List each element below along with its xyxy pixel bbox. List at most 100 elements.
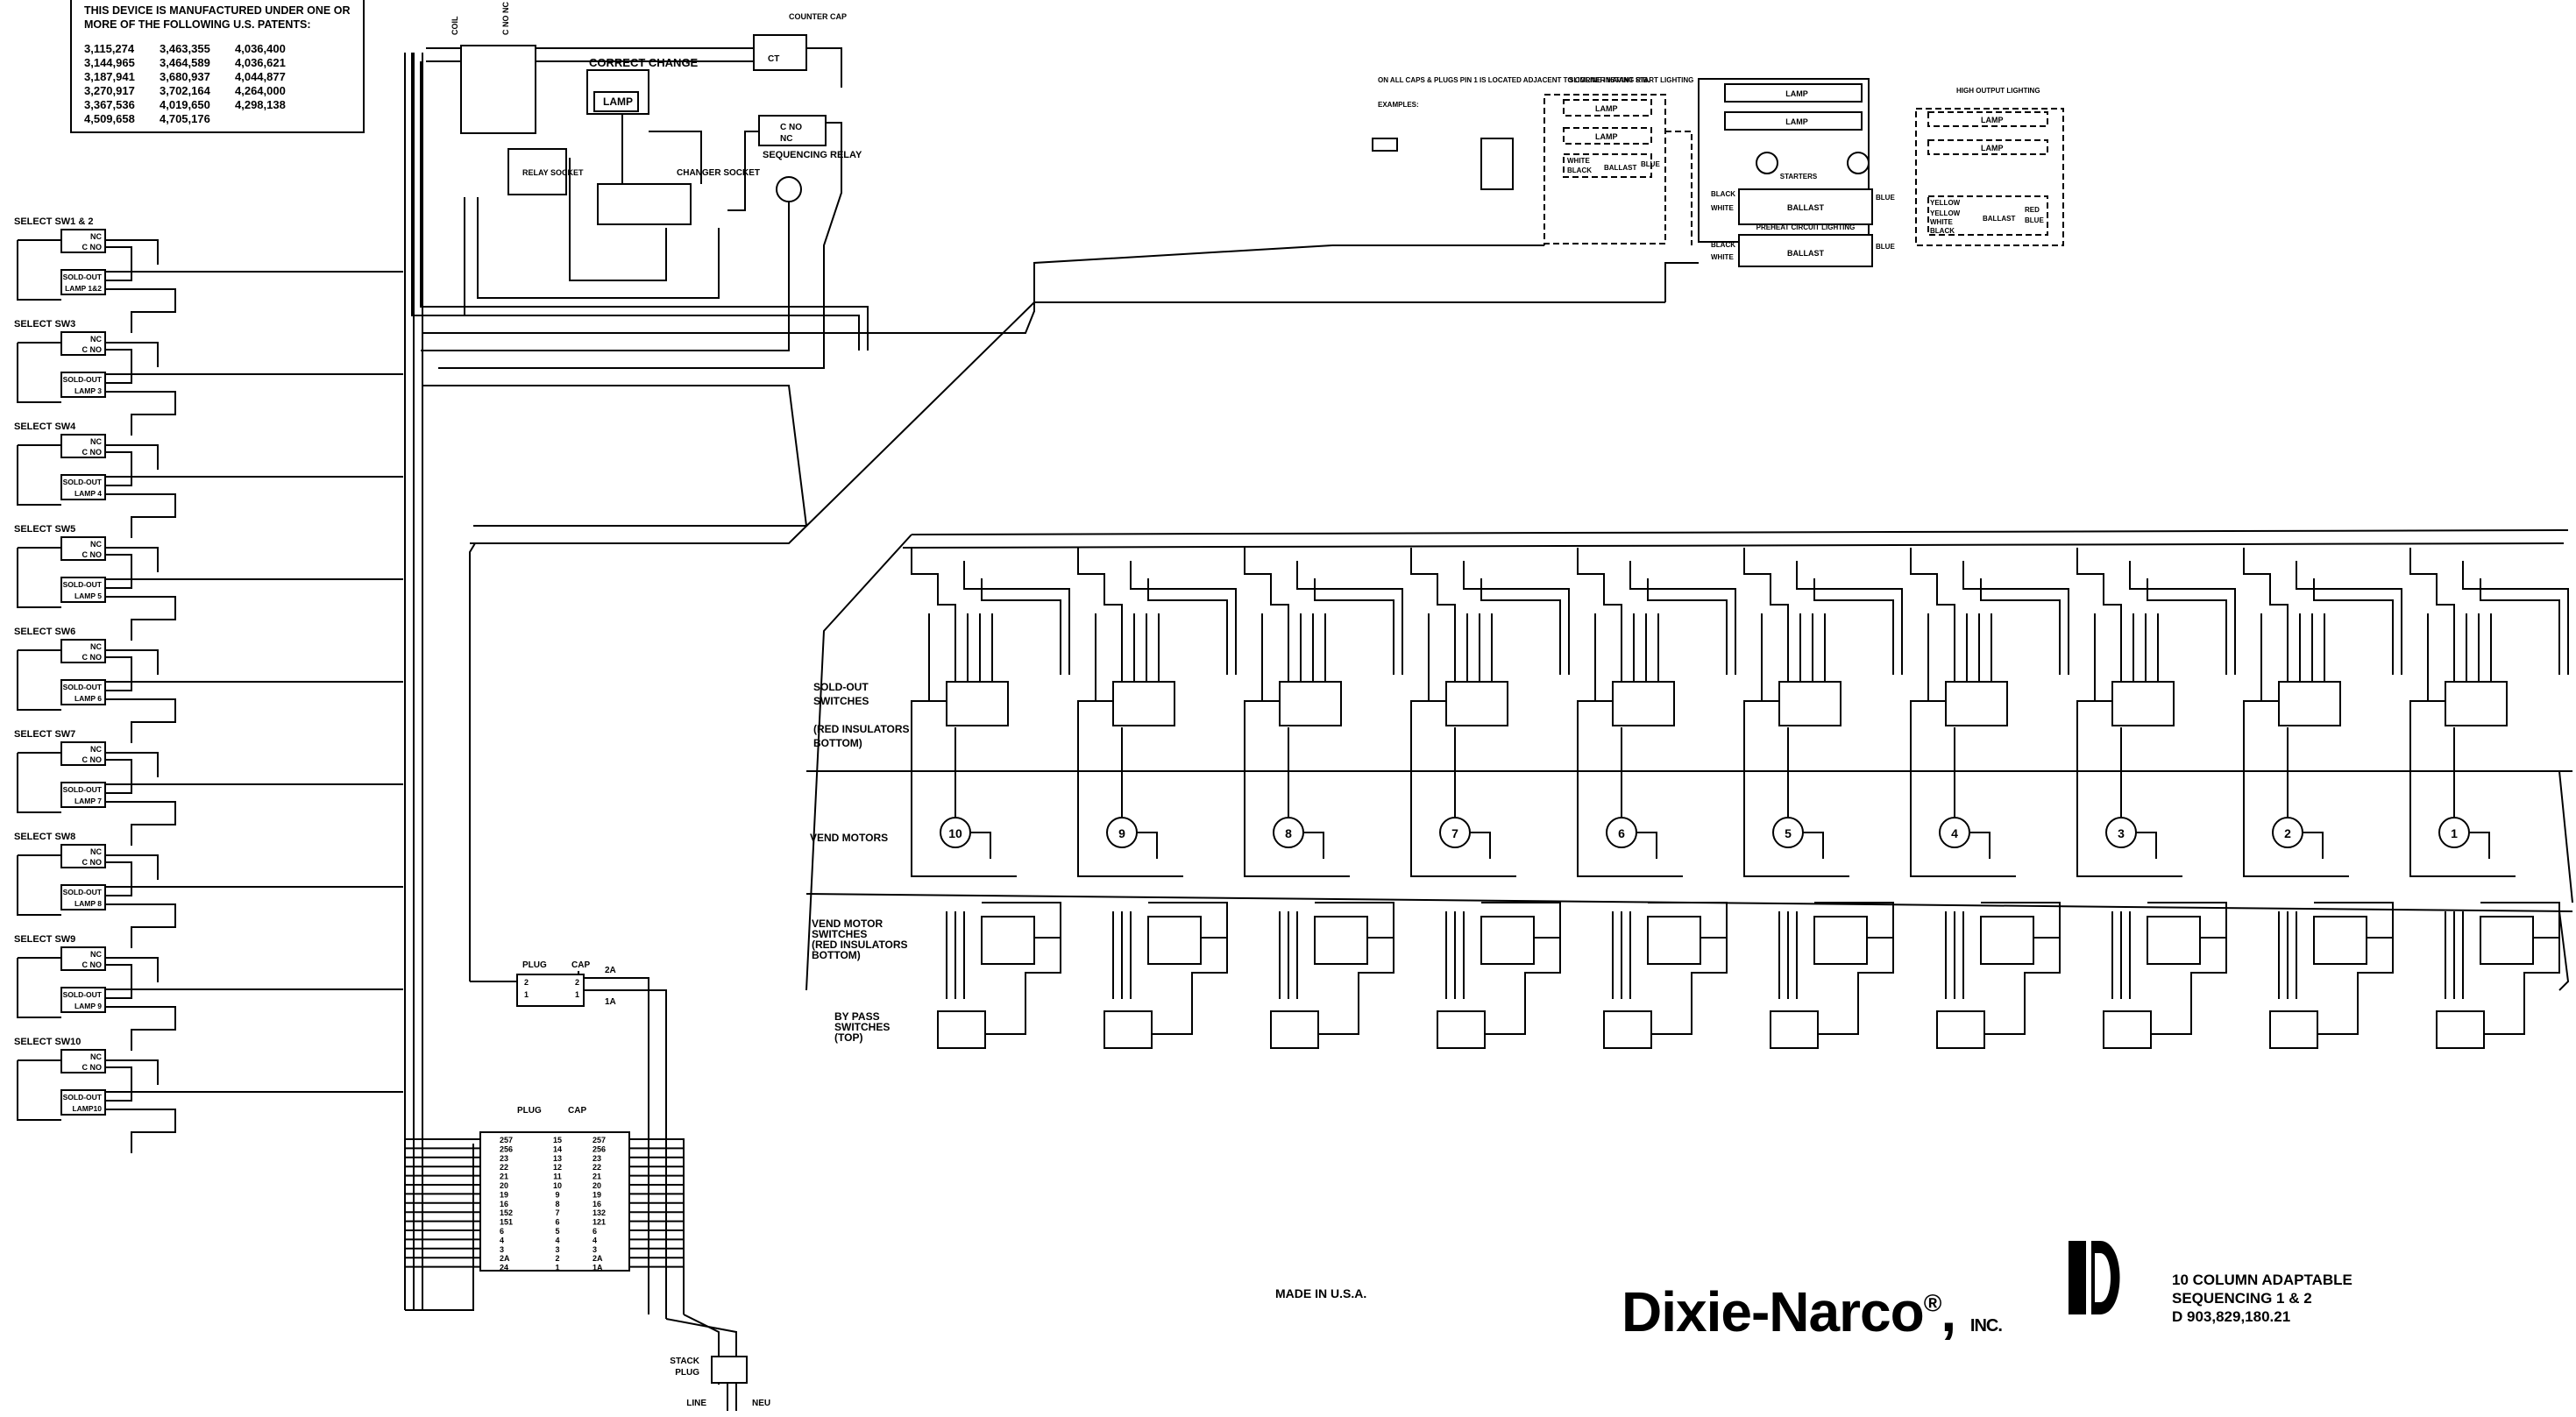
wire (438, 122, 842, 369)
counter-cap (753, 34, 807, 71)
title-line-2: SEQUENCING 1 & 2 (2172, 1290, 2312, 1307)
wire (105, 964, 132, 999)
wire (1428, 613, 1446, 702)
plug-wire-number: 151 (500, 1218, 513, 1227)
wire (105, 246, 132, 281)
wire (2313, 578, 2394, 675)
wire (1796, 561, 1903, 675)
brand-inc: INC. (1969, 1316, 2003, 1336)
bypass-switch-box (1936, 1010, 1985, 1049)
nc-terminal: NC (90, 335, 102, 344)
soldout-lamp-box (60, 782, 106, 808)
wire (2147, 578, 2227, 675)
vend-motor-icon (2438, 817, 2470, 848)
preheat-lamp-label: LAMP (1785, 117, 1808, 126)
bypass-switch-box (937, 1010, 986, 1049)
patent-number: 3,270,917 (84, 84, 135, 97)
wire (1410, 771, 1516, 877)
soldout-lamp-box (60, 269, 106, 295)
lamp-box (593, 91, 639, 112)
vend-motor-icon (1772, 817, 1804, 848)
vend-motor-switches-label: (RED INSULATORS (812, 939, 908, 951)
wire (1803, 832, 1824, 859)
wire (105, 801, 176, 846)
soldout-switch-box (946, 681, 1009, 726)
select-switch-label: SELECT SW9 (14, 934, 75, 945)
select-switch-box (60, 844, 106, 868)
vend-motor-number: 5 (1785, 826, 1792, 840)
vend-motor-switch-box (2147, 916, 2201, 965)
slimline-lamp-label: LAMP (1595, 132, 1618, 141)
ho-lamp-1 (1927, 111, 2048, 127)
soldout-switch-box (1112, 681, 1175, 726)
wire (477, 197, 720, 299)
wire (1095, 613, 1113, 702)
vend-motor-icon (940, 817, 971, 848)
c-no-terminal: C NO (82, 755, 103, 764)
patent-number: 3,367,536 (84, 98, 135, 111)
wire (2303, 832, 2324, 859)
soldout-lamp-box (60, 679, 106, 705)
preheat-lamp-label: LAMP (1785, 89, 1808, 98)
bypass-label: (TOP) (834, 1031, 862, 1044)
slimline-lamp-2 (1563, 127, 1652, 145)
plug-wire-number: 23 (500, 1154, 508, 1163)
wire (105, 1059, 159, 1085)
wire (2469, 832, 2490, 859)
wire (629, 1201, 685, 1314)
plug-pin: 1 (524, 990, 529, 999)
bypass-switch-box (2436, 1010, 2485, 1049)
preheat-lamp-2 (1724, 111, 1863, 131)
cap-wire-number: 132 (593, 1208, 606, 1217)
wire (2136, 832, 2157, 859)
blue-wire-label: BLUE (1641, 160, 1660, 168)
vend-motor-icon (2105, 817, 2137, 848)
wire (1147, 578, 1228, 675)
plug-wire-number: 20 (500, 1181, 508, 1190)
select-switch-label: SELECT SW6 (14, 627, 75, 637)
vend-motor-icon (1939, 817, 1970, 848)
wire (105, 342, 159, 367)
counter-cap-label: COUNTER CAP (789, 12, 847, 21)
wire (1743, 771, 1849, 877)
wire (1148, 902, 1228, 939)
wire (2243, 700, 2261, 771)
red-insulators-label: (RED INSULATORS (813, 723, 910, 735)
relay-socket-label: RELAY SOCKET (522, 168, 584, 177)
wire (105, 1006, 176, 1051)
red-wire-label: RED (2025, 206, 2040, 214)
black-wire-label: BLACK (1711, 190, 1735, 198)
wire (1481, 902, 1561, 939)
wire (2243, 548, 2289, 675)
soldout-label: SOLD-OUT (63, 375, 103, 384)
patent-box: THIS DEVICE IS MANUFACTURED UNDER ONE OR… (70, 0, 365, 133)
title-line-1: 10 COLUMN ADAPTABLE (2172, 1272, 2352, 1288)
cap-wire-number: 4 (593, 1236, 597, 1244)
wire (105, 1066, 132, 1102)
select-switch-box (60, 741, 106, 766)
lamp-label: LAMP 7 (75, 797, 102, 805)
wire (982, 902, 1061, 939)
neu-label: NEU (752, 1399, 770, 1408)
ballast-label: BALLAST (1604, 164, 1636, 172)
wire (2076, 700, 2095, 771)
wire (629, 1165, 685, 1314)
wire (1577, 700, 1595, 771)
wire (105, 854, 159, 880)
stack-plug-label: STACK (670, 1357, 699, 1366)
plug-wire-number: 2A (500, 1254, 510, 1263)
drawing-title-block: 10 COLUMN ADAPTABLE SEQUENCING 1 & 2 D 9… (2172, 1271, 2352, 1326)
select-switch-box (60, 331, 106, 356)
plug-wire-number: 21 (500, 1173, 508, 1181)
ballast-box-1 (1738, 188, 1873, 225)
bypass-label: BY PASS (834, 1010, 880, 1023)
wire (2314, 902, 2394, 939)
plug-pin-number: 13 (553, 1154, 562, 1163)
slimline-label: SLIMLINE INSTANT START LIGHTING (1569, 76, 1693, 84)
wire (985, 938, 1061, 1035)
ho-lamp-2 (1927, 139, 2048, 155)
soldout-lamp-box (60, 987, 106, 1013)
large-plug-label: PLUG (517, 1106, 542, 1116)
patent-number: 4,705,176 (160, 112, 210, 125)
wire (1647, 578, 1728, 675)
